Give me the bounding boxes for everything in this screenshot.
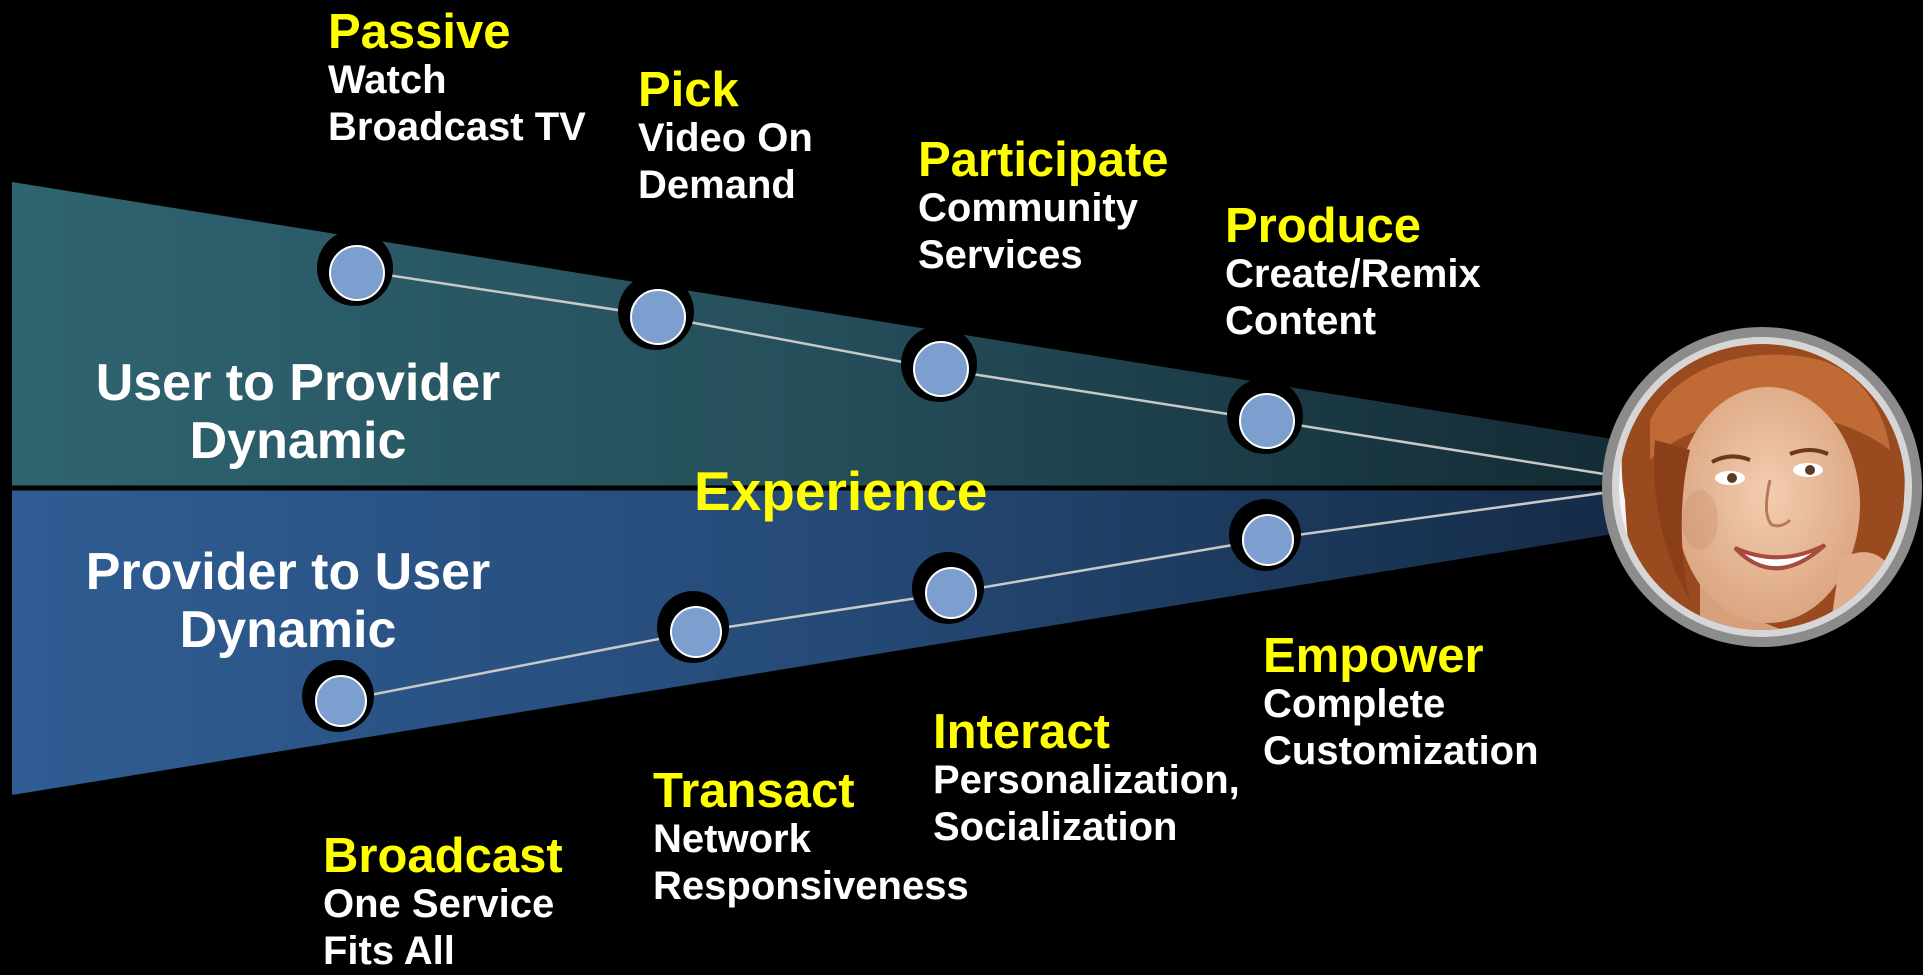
stage-participate: Participate Community Services (918, 136, 1169, 279)
stage-title: Broadcast (323, 829, 563, 883)
stage-line: Customization (1263, 729, 1539, 773)
stage-line: Demand (638, 163, 796, 207)
experience-label: Experience (694, 460, 988, 522)
stage-pick: Pick Video On Demand (638, 66, 813, 209)
stage-line: Socialization (933, 805, 1178, 849)
upper-stage-node (618, 274, 694, 350)
stage-title: Transact (653, 764, 855, 818)
stage-line: Network (653, 817, 811, 861)
lower-stage-node (302, 660, 374, 732)
upper-stage-node (317, 230, 393, 306)
stage-line: Watch (328, 58, 447, 102)
stage-interact: Interact Personalization, Socialization (933, 708, 1240, 851)
upper-dynamic-label: User to Provider Dynamic (38, 354, 558, 470)
lower-stage-node (657, 591, 729, 663)
stage-empower: Empower Complete Customization (1263, 632, 1539, 775)
stage-broadcast: Broadcast One Service Fits All (323, 832, 563, 975)
stage-line: Community (918, 186, 1138, 230)
smiling-woman-portrait-icon (1602, 327, 1922, 647)
stage-produce: Produce Create/Remix Content (1225, 202, 1481, 345)
stage-line: Services (918, 233, 1083, 277)
lower-dynamic-line1: Provider to User (85, 543, 491, 601)
stage-line: Content (1225, 299, 1377, 343)
upper-dynamic-line2: Dynamic (189, 412, 407, 470)
stage-line: One Service (323, 882, 555, 926)
stage-line: Fits All (323, 929, 455, 973)
stage-line: Broadcast TV (328, 105, 586, 149)
stage-title: Participate (918, 133, 1169, 187)
stage-title: Interact (933, 705, 1111, 759)
upper-stage-node (901, 326, 977, 402)
stage-title: Produce (1225, 199, 1422, 253)
lower-dynamic-label: Provider to User Dynamic (28, 543, 548, 659)
stage-line: Complete (1263, 682, 1446, 726)
stage-passive: Passive Watch Broadcast TV (328, 8, 586, 151)
lower-stage-node (912, 552, 984, 624)
upper-stage-node (1227, 378, 1303, 454)
upper-dynamic-line1: User to Provider (95, 354, 501, 412)
lower-dynamic-line2: Dynamic (179, 601, 397, 659)
stage-transact: Transact Network Responsiveness (653, 767, 969, 910)
stage-line: Video On (638, 116, 813, 160)
stage-title: Passive (328, 5, 511, 59)
stage-line: Create/Remix (1225, 252, 1481, 296)
stage-title: Pick (638, 63, 739, 117)
stage-line: Personalization, (933, 758, 1240, 802)
lower-wedge (12, 490, 1650, 795)
stage-title: Empower (1263, 629, 1484, 683)
lower-stage-node (1229, 499, 1301, 571)
stage-line: Responsiveness (653, 864, 969, 908)
